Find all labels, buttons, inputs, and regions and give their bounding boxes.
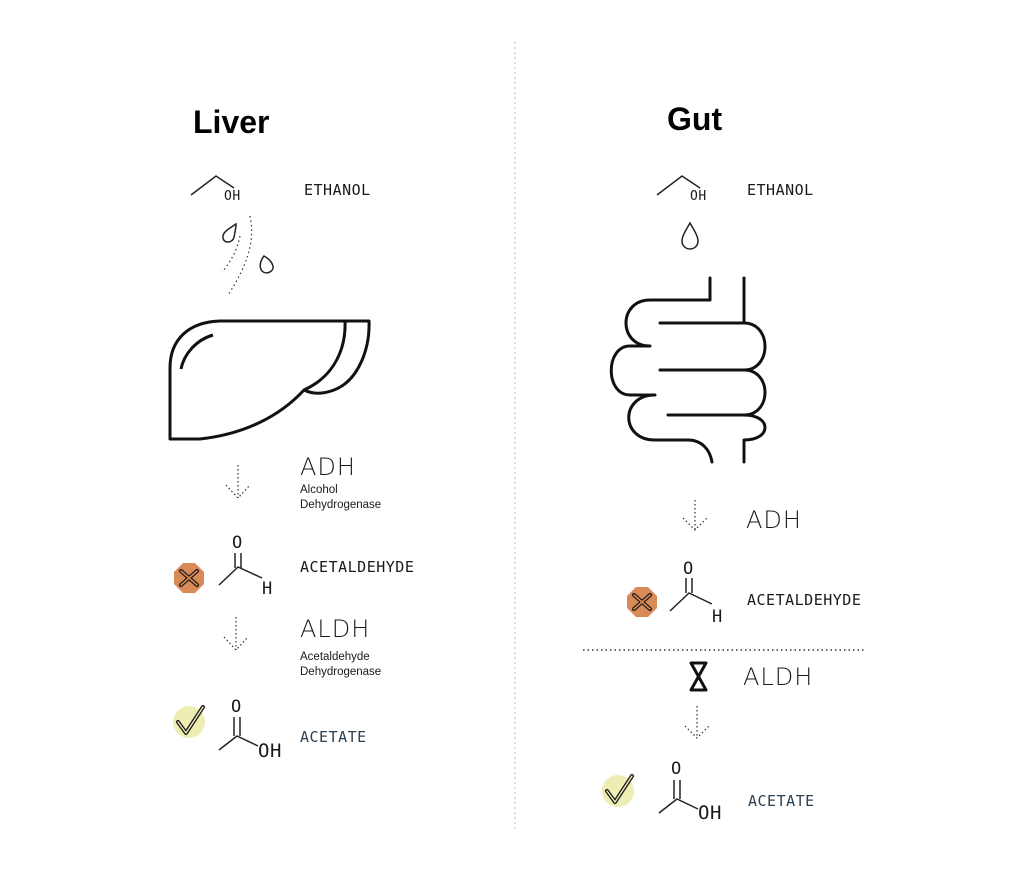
- intestine-icon: [609, 276, 767, 464]
- gut-acetate-structure: [658, 780, 699, 814]
- liver-aldh-fullname: Acetaldehyde Dehydrogenase: [300, 651, 382, 678]
- liver-ethanol-oh-label: OH: [224, 189, 241, 204]
- liver-acetate-o-label: O: [231, 697, 242, 717]
- droplet-icon: [222, 222, 237, 243]
- liver-acetaldehyde-o-label: O: [232, 533, 243, 553]
- liver-drip-stream-1: [227, 215, 253, 296]
- gut-ethanol-structure: [656, 175, 701, 196]
- gut-acetaldehyde-o-label: O: [683, 559, 694, 579]
- gut-aldh-label: ALDH: [743, 663, 814, 691]
- check-badge-icon: [602, 774, 634, 807]
- liver-acetate-oh-label: OH: [258, 740, 282, 762]
- dotted-arrow-down-icon: [682, 500, 708, 531]
- liver-icon: [168, 319, 371, 441]
- liver-acetaldehyde-h-label: H: [262, 579, 273, 599]
- liver-adh-label: ADH: [300, 453, 356, 481]
- gut-ethanol-label: ETHANOL: [747, 181, 814, 199]
- hourglass-icon: [689, 661, 708, 692]
- toxic-x-badge-icon: [174, 563, 204, 593]
- gut-adh-label: ADH: [746, 506, 802, 534]
- gut-acetaldehyde-structure: [669, 578, 713, 612]
- liver-acetate-label: ACETATE: [300, 728, 367, 746]
- dotted-arrow-down-icon: [223, 617, 249, 651]
- gut-acetate-o-label: O: [671, 759, 682, 779]
- gut-title: Gut: [667, 101, 723, 137]
- dotted-arrow-down-icon: [684, 706, 710, 739]
- gut-acetaldehyde-label: ACETALDEHYDE: [747, 591, 862, 609]
- liver-title: Liver: [193, 104, 270, 140]
- droplet-icon: [259, 255, 274, 274]
- liver-acetaldehyde-structure: [218, 553, 263, 586]
- liver-aldh-label: ALDH: [300, 615, 371, 643]
- liver-adh-fullname: Alcohol Dehydrogenase: [300, 484, 382, 511]
- check-badge-icon: [173, 705, 205, 738]
- liver-ethanol-structure: [190, 175, 235, 196]
- gut-ethanol-oh-label: OH: [690, 189, 707, 204]
- gut-acetate-oh-label: OH: [698, 802, 722, 824]
- liver-acetate-structure: [218, 717, 259, 751]
- liver-ethanol-label: ETHANOL: [304, 181, 371, 199]
- dotted-arrow-down-icon: [225, 465, 251, 499]
- gut-acetate-label: ACETATE: [748, 792, 815, 810]
- droplet-icon: [681, 221, 699, 250]
- liver-acetaldehyde-label: ACETALDEHYDE: [300, 558, 415, 576]
- gut-acetaldehyde-h-label: H: [712, 607, 723, 627]
- toxic-x-badge-icon: [627, 587, 657, 617]
- liver-drip-stream-2: [221, 235, 241, 273]
